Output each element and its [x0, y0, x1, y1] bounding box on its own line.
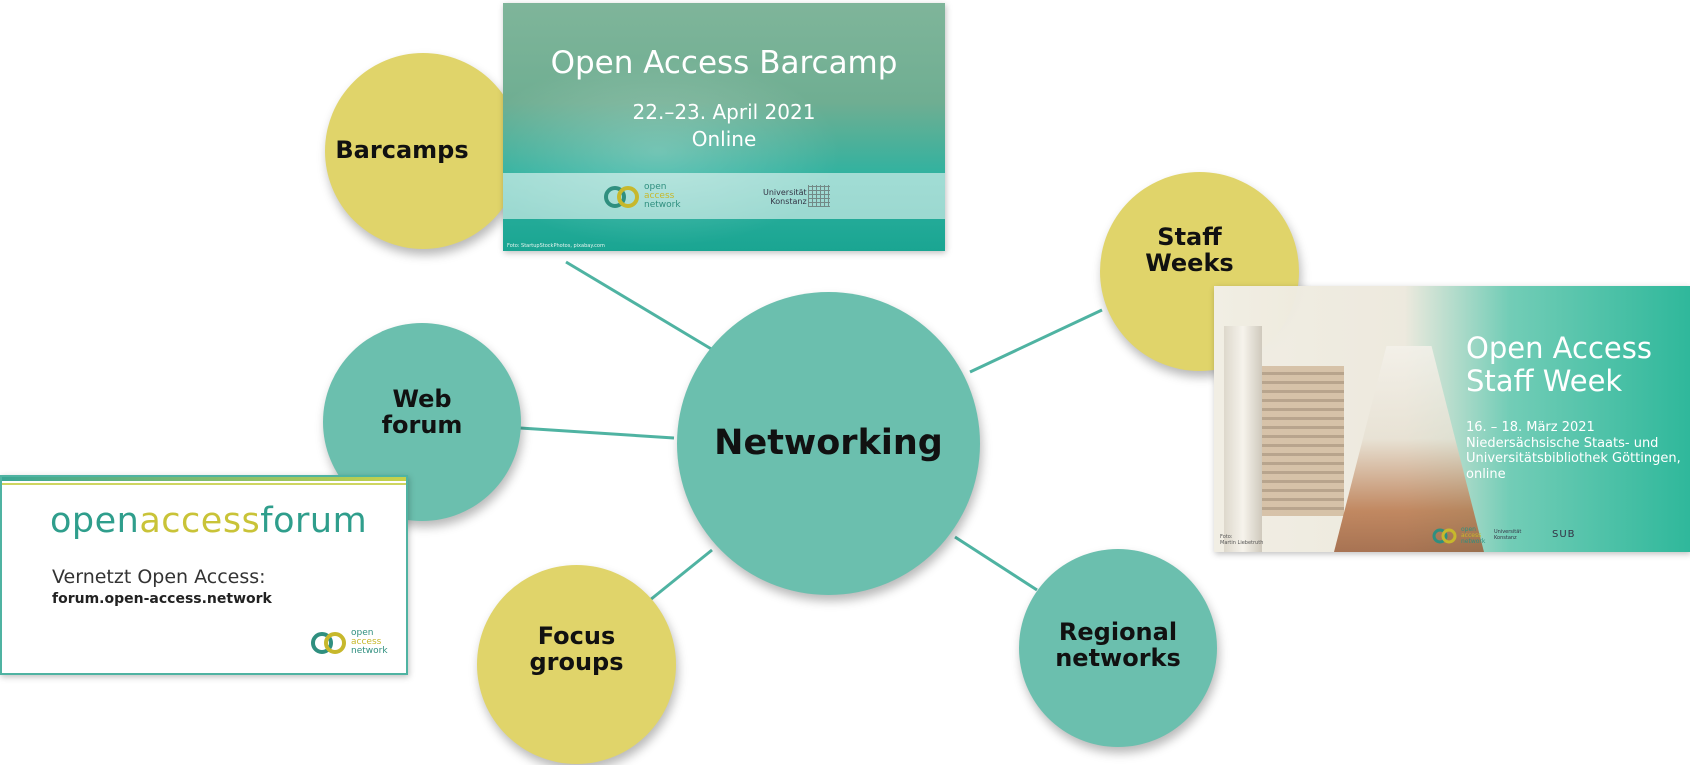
brand-forum: forum [260, 501, 368, 541]
oa-logo-icon [311, 631, 346, 654]
barcamp-card-credit: Foto: StartupStockPhotos, pixabay.com [507, 243, 605, 249]
brand-access: access [139, 501, 261, 541]
oa-network-logo: open access network [310, 629, 388, 656]
library-pillar-image [1224, 326, 1262, 552]
node-regional-networks-label: Regional networks [1055, 618, 1181, 672]
barcamp-card-title: Open Access Barcamp [550, 45, 898, 81]
connector-web-forum [519, 426, 675, 440]
node-networking: Networking [677, 292, 980, 595]
open-access-forum-brand: openaccessforum [50, 501, 367, 541]
staff-week-title-line-2: Staff Week [1466, 364, 1623, 399]
connector-barcamps [565, 260, 714, 352]
connector-regional-networks [954, 535, 1038, 592]
oa-network-logo: open access network [1432, 527, 1485, 545]
barcamp-card-mode: Online [691, 127, 757, 151]
oa-logo-icon [1432, 528, 1457, 544]
sub-goettingen-logo: SUB [1552, 529, 1576, 540]
oa-logo-word-1: open [351, 628, 374, 638]
barcamp-card: Open Access Barcamp 22.–23. April 2021 O… [503, 3, 945, 251]
node-barcamps-label: Barcamps [335, 136, 469, 165]
forum-card-topline [2, 477, 406, 481]
oa-network-logo: open access network [603, 183, 681, 210]
oa-logo-icon [604, 185, 639, 208]
university-konstanz-logo-icon [808, 185, 830, 207]
staff-week-credit: Foto: Martin Liebetruth [1220, 534, 1264, 546]
oa-logo-word-1: open [644, 182, 667, 192]
node-focus-groups-label: Focus groups [529, 621, 624, 676]
forum-tagline: Vernetzt Open Access: [52, 566, 266, 588]
staff-week-title-line-1: Open Access [1466, 331, 1652, 365]
node-regional-networks: Regional networks [1019, 549, 1217, 747]
oa-logo-word-2: access [1461, 532, 1482, 539]
staff-week-location: Niedersächsische Staats- und Universität… [1466, 435, 1681, 482]
barcamp-card-dates: 22.–23. April 2021 [632, 100, 816, 124]
node-networking-label: Networking [714, 422, 943, 463]
oa-logo-word-3: network [644, 200, 681, 210]
oa-logo-word-3: network [351, 646, 388, 656]
node-staff-weeks-label: Staff Weeks [1145, 222, 1234, 277]
node-barcamps: Barcamps [325, 53, 521, 249]
oa-logo-word-3: network [1461, 538, 1486, 545]
node-web-forum-label: Web forum [381, 385, 463, 439]
forum-url: forum.open-access.network [52, 591, 272, 607]
oa-logo-word-1: open [1461, 526, 1476, 533]
node-staff-weeks: Staff Weeks [1100, 172, 1299, 371]
staff-week-card: Open Access Staff Week 16. – 18. März 20… [1214, 286, 1690, 552]
staff-week-dates: 16. – 18. März 2021 [1466, 420, 1595, 435]
university-konstanz-label: Universität Konstanz [763, 188, 807, 206]
forum-card-topline-secondary [2, 483, 406, 485]
oa-logo-word-2: access [351, 637, 382, 647]
node-focus-groups: Focus groups [477, 565, 676, 764]
staff-week-info: 16. – 18. März 2021 Niedersächsische Sta… [1466, 420, 1681, 482]
university-konstanz-label: Universität Konstanz [1494, 529, 1522, 541]
staff-week-title: Open Access Staff Week [1466, 331, 1652, 399]
connector-focus-groups [649, 548, 713, 602]
forum-card: openaccessforum Vernetzt Open Access: fo… [0, 475, 408, 675]
barcamp-card-band [503, 173, 945, 219]
library-shelves-image [1254, 366, 1344, 516]
brand-open: open [50, 501, 140, 541]
library-aisle-image [1334, 346, 1484, 552]
connector-staff-weeks [969, 308, 1103, 374]
oa-logo-word-2: access [644, 191, 675, 201]
